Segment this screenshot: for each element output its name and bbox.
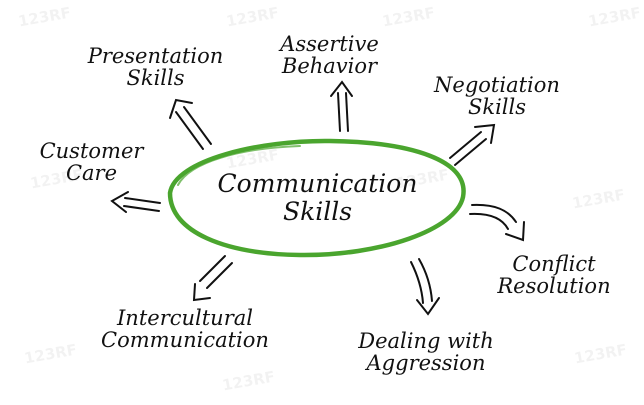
node-presentation-line1: Presentation <box>87 44 224 68</box>
center-label: Communication Skills <box>180 170 455 226</box>
node-assertive-line2: Behavior <box>281 54 378 78</box>
arrow-negotiation <box>449 123 496 166</box>
arrow-intercultural <box>192 255 233 302</box>
node-intercultural-line1: Intercultural <box>117 306 253 330</box>
node-assertive-line1: Assertive <box>280 32 379 56</box>
arrow-aggression <box>410 258 440 316</box>
node-aggression-line2: Aggression <box>366 351 486 375</box>
center-ellipse <box>167 138 466 258</box>
node-customer-line1: Customer <box>39 139 144 163</box>
node-conflict-line2: Resolution <box>497 274 611 298</box>
node-conflict-resolution: Conflict Resolution <box>474 253 634 297</box>
center-label-line2: Skills <box>282 197 353 226</box>
arrow-presentation <box>169 98 212 150</box>
node-negotiation-line2: Skills <box>467 95 527 119</box>
node-dealing-with-aggression: Dealing with Aggression <box>336 330 516 374</box>
node-customer-care: Customer Care <box>24 140 159 184</box>
node-presentation-skills: Presentation Skills <box>68 45 243 89</box>
node-aggression-line1: Dealing with <box>358 329 494 353</box>
node-intercultural-line2: Communication <box>101 328 269 352</box>
node-assertive-behavior: Assertive Behavior <box>262 33 397 77</box>
node-intercultural-communication: Intercultural Communication <box>70 307 300 351</box>
arrow-conflict <box>469 203 525 242</box>
node-negotiation-line1: Negotiation <box>434 73 560 97</box>
arrow-customer <box>110 191 161 213</box>
node-conflict-line1: Conflict <box>512 252 596 276</box>
node-negotiation-skills: Negotiation Skills <box>412 74 582 118</box>
arrow-assertive <box>330 80 353 132</box>
center-label-line1: Communication <box>217 169 418 198</box>
node-customer-line2: Care <box>65 161 118 185</box>
node-presentation-line2: Skills <box>126 66 185 90</box>
